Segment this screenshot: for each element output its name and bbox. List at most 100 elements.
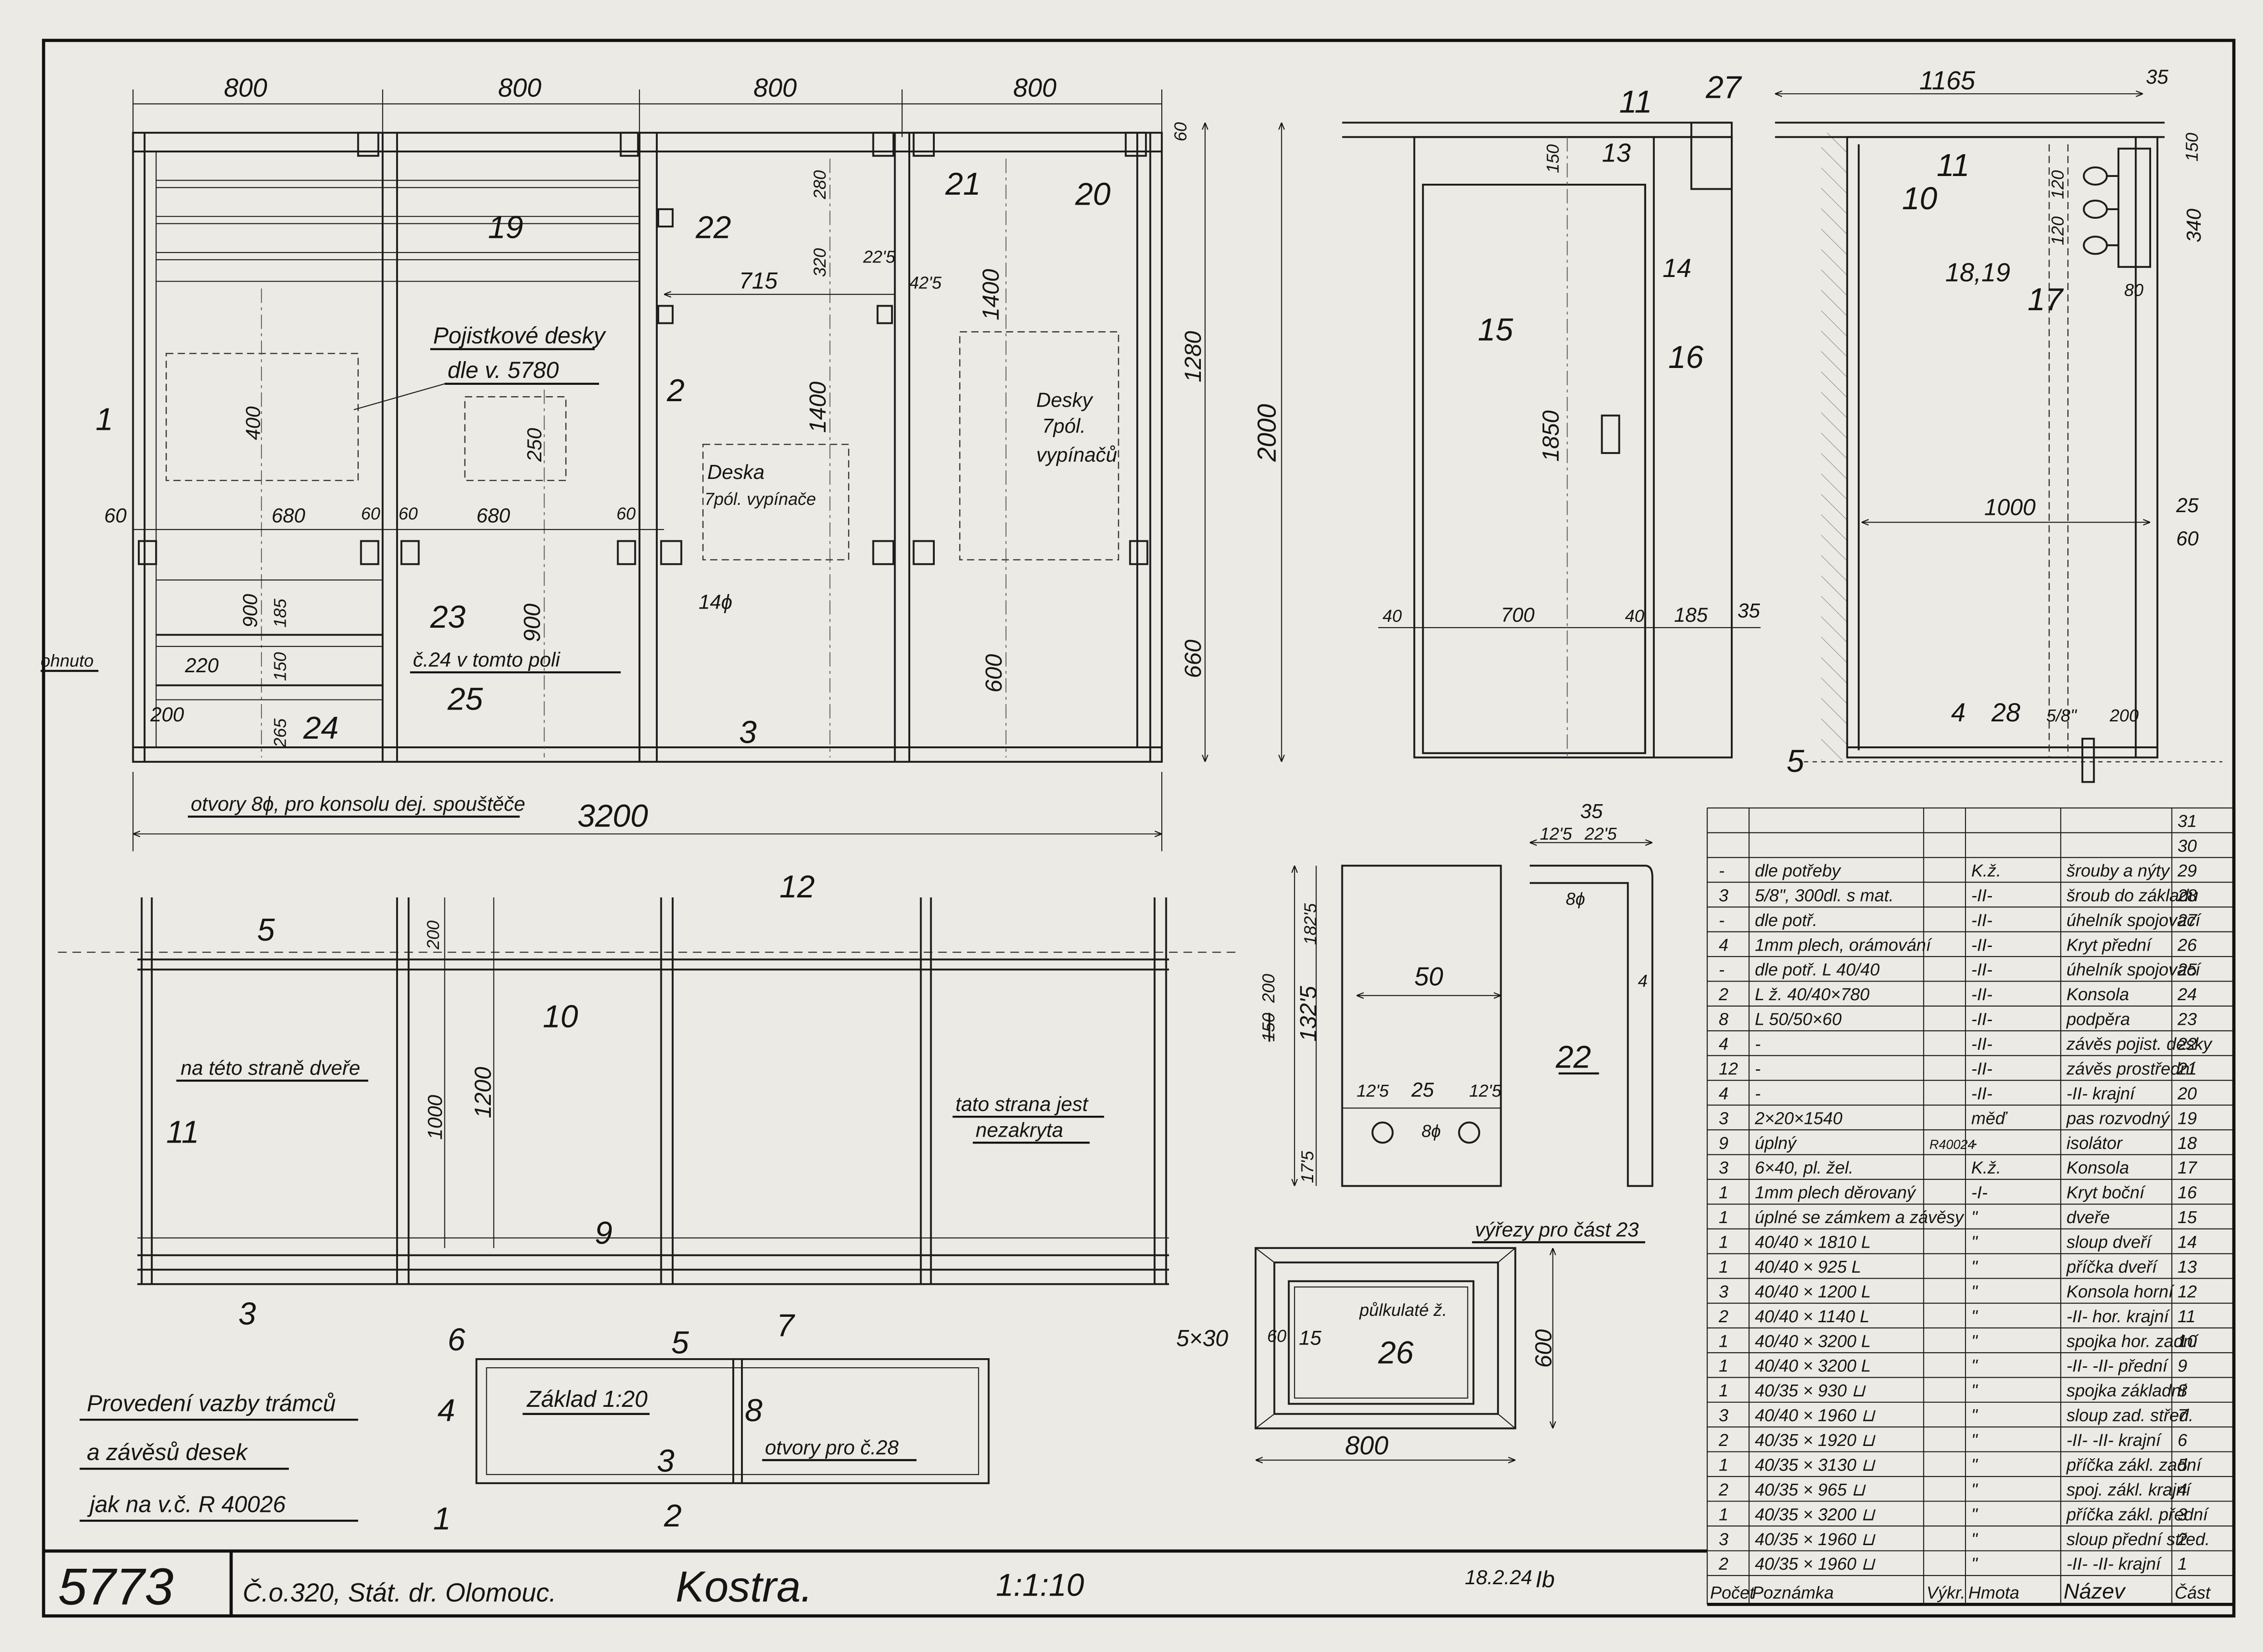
side-dim-120-b: 120 — [2049, 217, 2068, 245]
base-plan-holes: otvory pro č.28 — [765, 1436, 899, 1459]
d26-dim-60: 60 — [1267, 1327, 1286, 1346]
dim-150: 150 — [271, 652, 290, 681]
parts-cell-material: -II- — [1971, 985, 1992, 1004]
parts-cell-material: -I- — [1971, 1184, 1988, 1203]
parts-cell-material: K.ž. — [1971, 861, 2001, 881]
parts-cell-qty: 1 — [1719, 1381, 1729, 1400]
dim-800-2: 800 — [498, 74, 541, 103]
title-block: 5773 Č.o.320, Stát. dr. Olomouc. Kostra.… — [58, 1551, 1555, 1616]
parts-cell-material: -II- — [1971, 1035, 1992, 1054]
d22-dim-12-5-a: 12'5 — [1540, 825, 1573, 844]
base-plan: Základ 1:20 otvory pro č.28 6 5 7 4 8 3 … — [433, 1307, 990, 1536]
parts-cell-note: dle potř. L 40/40 — [1755, 961, 1880, 980]
d22-dim-8-a: 8ϕ — [1566, 890, 1585, 909]
parts-cell-note: 40/35 × 1960 ⊔ — [1755, 1555, 1876, 1574]
parts-cell-part: 13 — [2177, 1258, 2197, 1277]
d26-dim-15: 15 — [1299, 1327, 1321, 1349]
dim-280: 280 — [811, 170, 830, 199]
base-callout-3: 3 — [657, 1443, 675, 1478]
parts-cell-part: 12 — [2177, 1282, 2197, 1301]
dim-660: 660 — [1180, 640, 1206, 678]
parts-cell-name: příčka zákl. přední — [2066, 1505, 2209, 1524]
parts-cell-part: 1 — [2177, 1555, 2187, 1574]
d26-callout: 26 — [1378, 1335, 1414, 1370]
parts-cell-part: 24 — [2177, 985, 2197, 1004]
parts-header-note: Poznámka — [1752, 1584, 1834, 1603]
side-dim-120-a: 120 — [2049, 170, 2068, 199]
parts-cell-part: 9 — [2177, 1357, 2187, 1376]
dim-22-5: 22'5 — [862, 247, 896, 267]
parts-cell-part: 4 — [2177, 1481, 2187, 1500]
parts-cell-material: " — [1971, 1307, 1978, 1326]
callout-20: 20 — [1075, 176, 1111, 212]
dim-800-3: 800 — [753, 74, 796, 103]
d22-dim-17-5: 17'5 — [1298, 1150, 1317, 1183]
parts-cell-material: -II- — [1971, 1084, 1992, 1103]
door-dim-150: 150 — [1543, 144, 1562, 173]
side-callout-11: 11 — [1937, 147, 1970, 183]
base-callout-4: 4 — [438, 1392, 455, 1428]
parts-cell-note: 40/40 × 1960 ⊔ — [1755, 1406, 1876, 1425]
parts-cell-note: 40/35 × 3200 ⊔ — [1755, 1505, 1876, 1524]
parts-cell-part: 22 — [2177, 1035, 2197, 1054]
label-board-sub: 7pól. vypínače — [705, 490, 816, 509]
parts-cell-material: - — [1971, 1134, 1977, 1153]
dim-185: 185 — [271, 599, 290, 628]
dim-400: 400 — [242, 406, 265, 440]
dim-1400-mid: 1400 — [805, 382, 831, 433]
parts-cell-material: " — [1971, 1481, 1978, 1500]
d26-cutouts-label: výřezy pro část 23 — [1475, 1219, 1639, 1241]
parts-cell-note: 40/35 × 3130 ⊔ — [1755, 1456, 1876, 1475]
parts-header-part: Část — [2175, 1583, 2211, 1603]
parts-cell-material: měď — [1971, 1109, 2008, 1128]
dim-60-c: 60 — [398, 504, 418, 524]
plan-dim-1000: 1000 — [424, 1095, 446, 1140]
side-dim-200: 200 — [2109, 706, 2138, 725]
parts-cell-note: 1mm plech, orámování — [1755, 936, 1932, 955]
parts-cell-name: isolátor — [2066, 1134, 2123, 1153]
note-line-2: a závěsů desek — [87, 1439, 248, 1465]
dim-680-b: 680 — [476, 504, 510, 527]
parts-cell-note: 40/35 × 1920 ⊔ — [1755, 1431, 1876, 1450]
dim-1400-right: 1400 — [978, 269, 1004, 320]
parts-cell-qty: 4 — [1719, 1035, 1729, 1054]
drawing-initials: Ib — [1536, 1566, 1555, 1592]
parts-cell-note: dle potřeby — [1755, 861, 1841, 881]
parts-cell-name: úhelník spojovací — [2066, 961, 2202, 980]
parts-cell-name: sloup zad. střed. — [2066, 1406, 2193, 1425]
base-callout-7: 7 — [776, 1307, 795, 1343]
front-dimensions: 800 800 800 800 60 280 320 22'5 42'5 715… — [104, 74, 1282, 851]
door-callout-14: 14 — [1663, 254, 1692, 283]
parts-cell-name: -II- -II- přední — [2066, 1357, 2169, 1376]
parts-cell-material: " — [1971, 1431, 1978, 1450]
parts-cell-qty: 3 — [1719, 1406, 1729, 1425]
door-dim-40-b: 40 — [1625, 607, 1644, 626]
parts-cell-part: 6 — [2177, 1431, 2187, 1450]
side-callout-18-19: 18,19 — [1945, 258, 2011, 287]
parts-cell-material: -II- — [1971, 886, 1992, 905]
parts-cell-name: příčka zákl. zadní — [2066, 1456, 2203, 1475]
d22-dim-200: 200 — [1260, 974, 1279, 1003]
parts-cell-name: šroub do základu — [2066, 886, 2198, 905]
door-callout-11: 11 — [1619, 84, 1652, 119]
parts-cell-drawing: R40024 — [1930, 1138, 1975, 1152]
dim-800-4: 800 — [1013, 74, 1056, 103]
dim-42-5: 42'5 — [909, 273, 942, 292]
front-view-frame — [132, 131, 1163, 763]
parts-cell-qty: 3 — [1719, 1158, 1729, 1178]
front-callouts: 1 2 3 19 20 21 22 23 24 25 — [96, 166, 1111, 750]
side-callout-17: 17 — [2027, 282, 2064, 317]
callout-19: 19 — [488, 209, 524, 245]
parts-header-material: Hmota — [1968, 1584, 2019, 1603]
parts-cell-qty: 2 — [1719, 985, 1729, 1004]
parts-cell-part: 15 — [2177, 1208, 2197, 1227]
dim-250: 250 — [524, 428, 546, 462]
parts-cell-qty: 1 — [1719, 1258, 1729, 1277]
parts-cell-note: úplné se zámkem a závěsy — [1755, 1208, 1965, 1227]
door-callout-27: 27 — [1705, 70, 1742, 105]
parts-cell-note: 40/40 × 1810 L — [1755, 1233, 1871, 1252]
dim-60-d: 60 — [616, 504, 635, 524]
door-dim-185: 185 — [1674, 604, 1708, 626]
